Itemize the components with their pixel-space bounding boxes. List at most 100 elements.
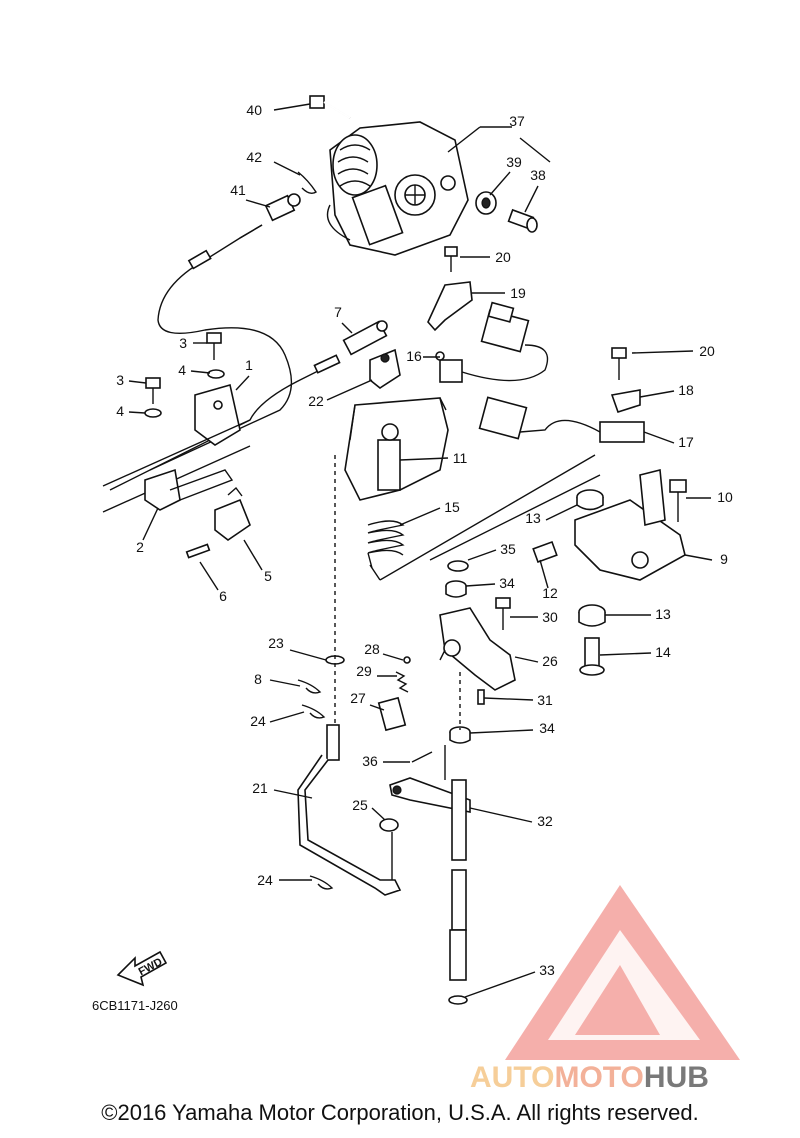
- part-30-bolt: [495, 597, 511, 630]
- leader-line-27: [369, 704, 385, 711]
- part-42-clip: [297, 171, 317, 195]
- leader-line-37: [519, 137, 551, 163]
- callout-33: 33: [539, 962, 555, 978]
- part-13-bushing-lower: [578, 604, 606, 627]
- leader-line-22: [326, 379, 373, 401]
- callout-17: 17: [678, 434, 694, 450]
- part-6-pin: [185, 543, 211, 559]
- part-21-shift-rod: [297, 455, 402, 896]
- part-code: 6CB1171-J260: [92, 998, 178, 1013]
- callout-28: 28: [364, 641, 380, 657]
- part-1-bracket: [194, 383, 241, 446]
- leader-line-41: [245, 199, 271, 208]
- part-33-o-ring: [448, 995, 468, 1005]
- part-28-ball: [403, 656, 411, 664]
- leader-line-37: [447, 126, 481, 153]
- leader-line-33: [464, 971, 536, 998]
- leader-line-15: [399, 507, 441, 526]
- watermark-auto: AUTO: [470, 1061, 554, 1094]
- part-9-bracket: [574, 468, 686, 581]
- leader-line-28: [382, 653, 404, 661]
- callout-9: 9: [720, 551, 728, 567]
- part-31-pin: [477, 689, 485, 705]
- leader-line-35: [467, 549, 497, 561]
- callout-39: 39: [506, 154, 522, 170]
- part-29-spring: [395, 671, 409, 693]
- leader-line-12: [539, 559, 549, 589]
- part-15-spring: [367, 520, 405, 569]
- callout-3: 3: [116, 372, 124, 388]
- part-18-bracket: [610, 389, 641, 413]
- leader-line-9: [684, 554, 713, 561]
- leader-line-23: [289, 649, 327, 661]
- part-20-bolt-upper: [444, 246, 458, 272]
- leader-line-31: [483, 697, 534, 701]
- leader-line-17: [643, 431, 675, 444]
- part-12-roller: [532, 540, 558, 564]
- part-32-lever-shaft: [389, 777, 471, 981]
- leader-line-20: [631, 350, 694, 354]
- leader-line-25: [371, 807, 386, 821]
- callout-5: 5: [264, 568, 272, 584]
- part-14-pin: [579, 637, 605, 676]
- part-13-bushing-upper: [576, 489, 604, 511]
- callout-22: 22: [308, 393, 324, 409]
- callout-13: 13: [655, 606, 671, 622]
- callout-38: 38: [530, 167, 546, 183]
- callout-34: 34: [499, 575, 515, 591]
- leader-line-5: [243, 539, 263, 571]
- part-3-bolt-a: [206, 332, 222, 360]
- throttle-cable: [109, 354, 341, 491]
- leader-line-42: [273, 161, 301, 176]
- watermark-logo: AUTOMOTOHUB: [470, 885, 740, 1094]
- callout-31: 31: [537, 692, 553, 708]
- part-24-clip-lower: [309, 875, 334, 890]
- callout-40: 40: [246, 102, 262, 118]
- watermark-hub: HUB: [644, 1061, 709, 1094]
- part-2-clamp: [144, 468, 234, 511]
- watermark-moto: MOTO: [554, 1061, 643, 1094]
- leader-line-8: [269, 679, 301, 687]
- leader-line-13: [545, 504, 578, 521]
- leader-line-4: [190, 370, 211, 374]
- part-34-bushing-upper: [445, 580, 467, 598]
- leader-line-7: [341, 322, 353, 334]
- callout-20: 20: [699, 343, 715, 359]
- leader-line-4: [128, 411, 146, 414]
- part-39-grommet: [475, 191, 497, 215]
- leader-line-3: [128, 380, 147, 384]
- callout-4: 4: [116, 403, 124, 419]
- part-41-cable-joint: [264, 193, 301, 222]
- callout-32: 32: [537, 813, 553, 829]
- part-8-clip: [297, 679, 322, 694]
- leader-line-14: [599, 652, 652, 656]
- part-37-shift-actuator: [326, 121, 469, 256]
- callout-41: 41: [230, 182, 246, 198]
- leader-lines: [128, 103, 713, 998]
- part-36-pin: [411, 751, 433, 763]
- leader-line-18: [639, 390, 675, 398]
- callout-3: 3: [179, 335, 187, 351]
- part-38-collar: [507, 208, 538, 233]
- leader-line-11: [399, 457, 449, 461]
- callout-12: 12: [542, 585, 558, 601]
- callout-42: 42: [246, 149, 262, 165]
- callout-6: 6: [219, 588, 227, 604]
- copyright-notice: ©2016 Yamaha Motor Corporation, U.S.A. A…: [101, 1100, 699, 1125]
- shift-cable: [149, 224, 293, 471]
- callout-27: 27: [350, 690, 366, 706]
- part-7-cable-end: [342, 320, 388, 356]
- leader-line-34: [465, 583, 496, 587]
- callout-26: 26: [542, 653, 558, 669]
- leader-line-26: [439, 649, 446, 661]
- callout-13: 13: [525, 510, 541, 526]
- callout-24: 24: [257, 872, 273, 888]
- part-5-block: [214, 486, 251, 541]
- leader-line-38: [524, 185, 539, 213]
- part-3-bolt-b: [145, 377, 161, 404]
- assembly-guide-lines: [369, 454, 601, 880]
- part-35-washer: [447, 560, 469, 572]
- callout-34: 34: [539, 720, 555, 736]
